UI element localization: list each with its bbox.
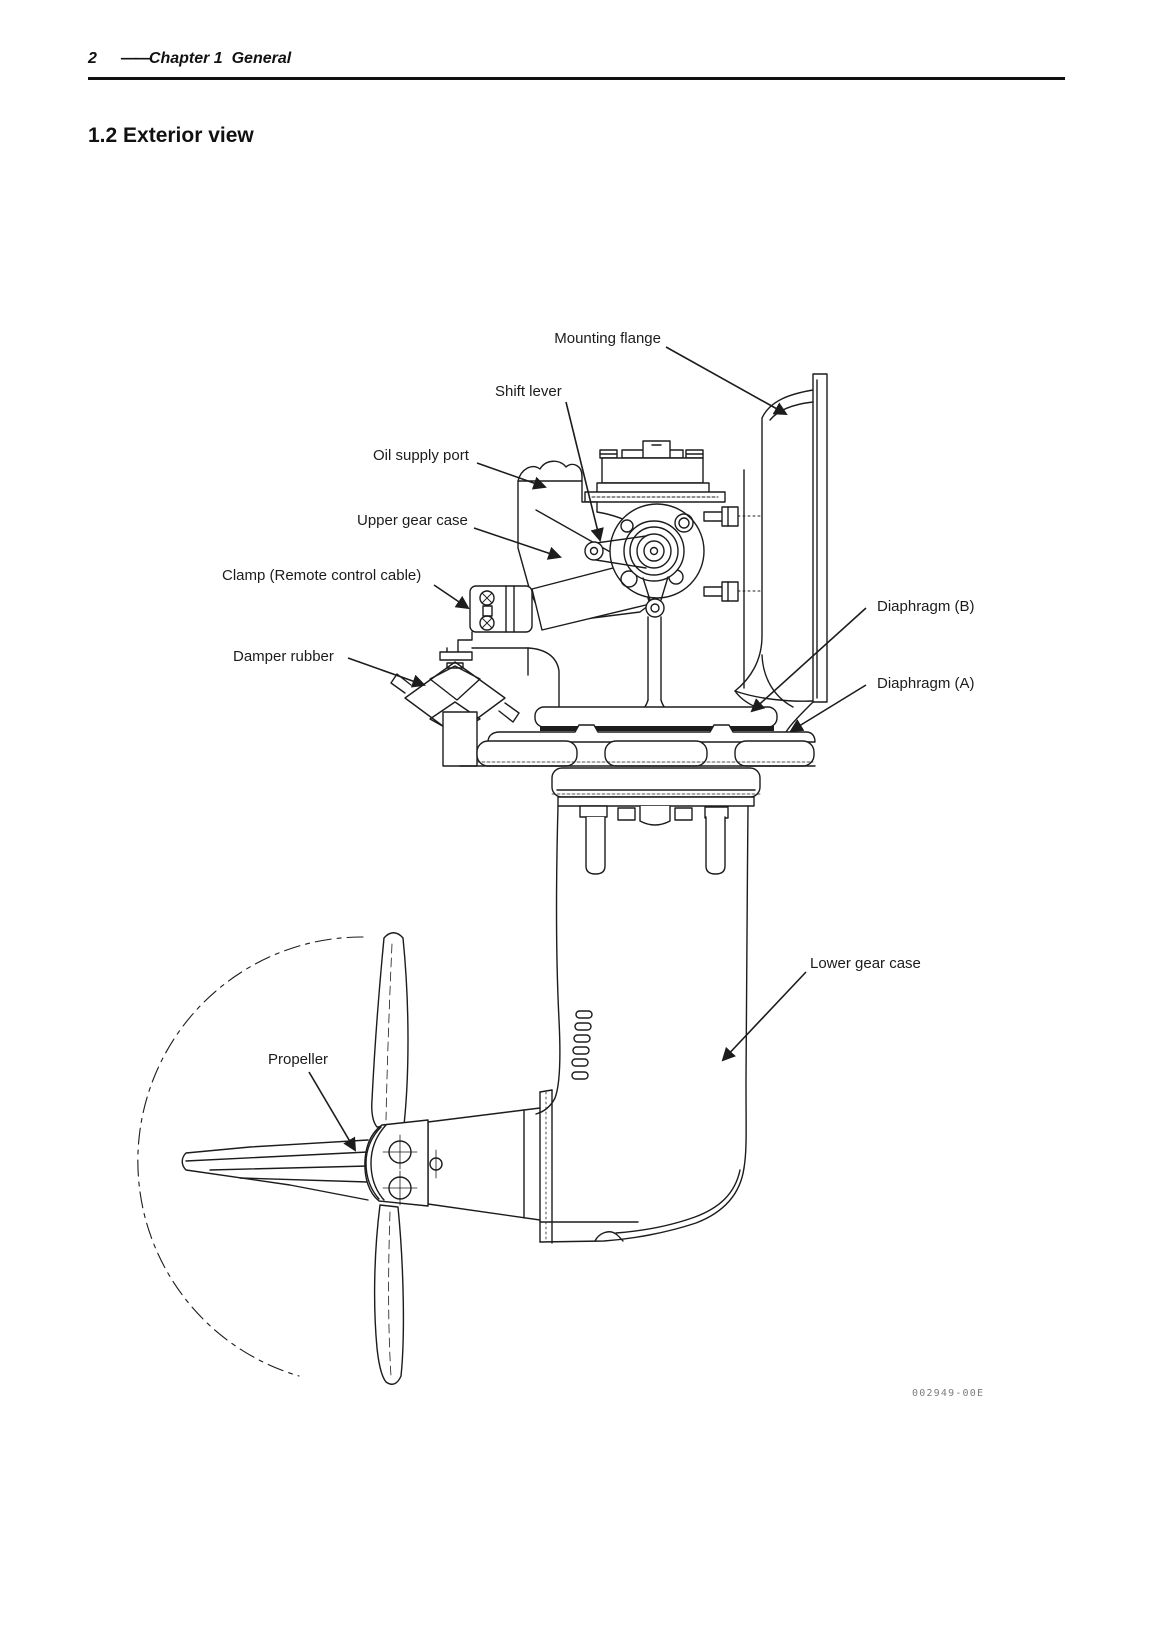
shift-lever-shape xyxy=(584,503,705,714)
shift-lever-leader xyxy=(565,401,604,542)
label-propeller: Propeller xyxy=(268,1051,328,1068)
mounting-flange-leader xyxy=(665,346,788,415)
diaphragm-shapes xyxy=(442,706,816,767)
propeller-hub-shape xyxy=(364,1119,443,1207)
callout-labels: Mounting flange Shift lever Oil supply p… xyxy=(222,330,975,1068)
label-diaphragm-a: Diaphragm (A) xyxy=(877,675,975,692)
mounting-flange-shape xyxy=(703,373,828,733)
lower-gear-case-leader xyxy=(721,971,807,1062)
damper-rubber-leader xyxy=(347,657,426,688)
leader-lines xyxy=(308,346,867,1152)
label-diaphragm-b: Diaphragm (B) xyxy=(877,598,975,615)
drive-unit-drawing xyxy=(137,373,828,1385)
chapter-title: Chapter 1 General xyxy=(148,50,292,67)
label-mounting-flange: Mounting flange xyxy=(554,330,661,347)
label-damper-rubber: Damper rubber xyxy=(233,648,334,665)
label-oil-supply-port: Oil supply port xyxy=(373,447,470,464)
page-header: 2 —— Chapter 1 General xyxy=(88,50,1065,80)
diaphragm-b-leader xyxy=(750,607,867,713)
label-upper-gear-case: Upper gear case xyxy=(357,512,468,529)
top-cap-shape xyxy=(584,440,726,503)
label-lower-gear-case: Lower gear case xyxy=(810,955,921,972)
clamp-leader xyxy=(433,584,470,610)
label-clamp: Clamp (Remote control cable) xyxy=(222,567,421,584)
section-title: 1.2 Exterior view xyxy=(88,124,254,147)
upper-gear-case-leader xyxy=(473,527,562,560)
page-number: 2 xyxy=(88,50,97,67)
lower-gear-case-shape xyxy=(535,767,761,1244)
oil-supply-port-leader xyxy=(476,462,547,490)
figure-code: 002949-00E xyxy=(912,1388,984,1399)
propeller-shaft-housing-shape xyxy=(427,1107,541,1221)
label-shift-lever: Shift lever xyxy=(495,383,562,400)
header-dash: —— xyxy=(120,50,151,67)
diaphragm-a-leader xyxy=(789,684,867,733)
propeller-leader xyxy=(308,1071,357,1152)
